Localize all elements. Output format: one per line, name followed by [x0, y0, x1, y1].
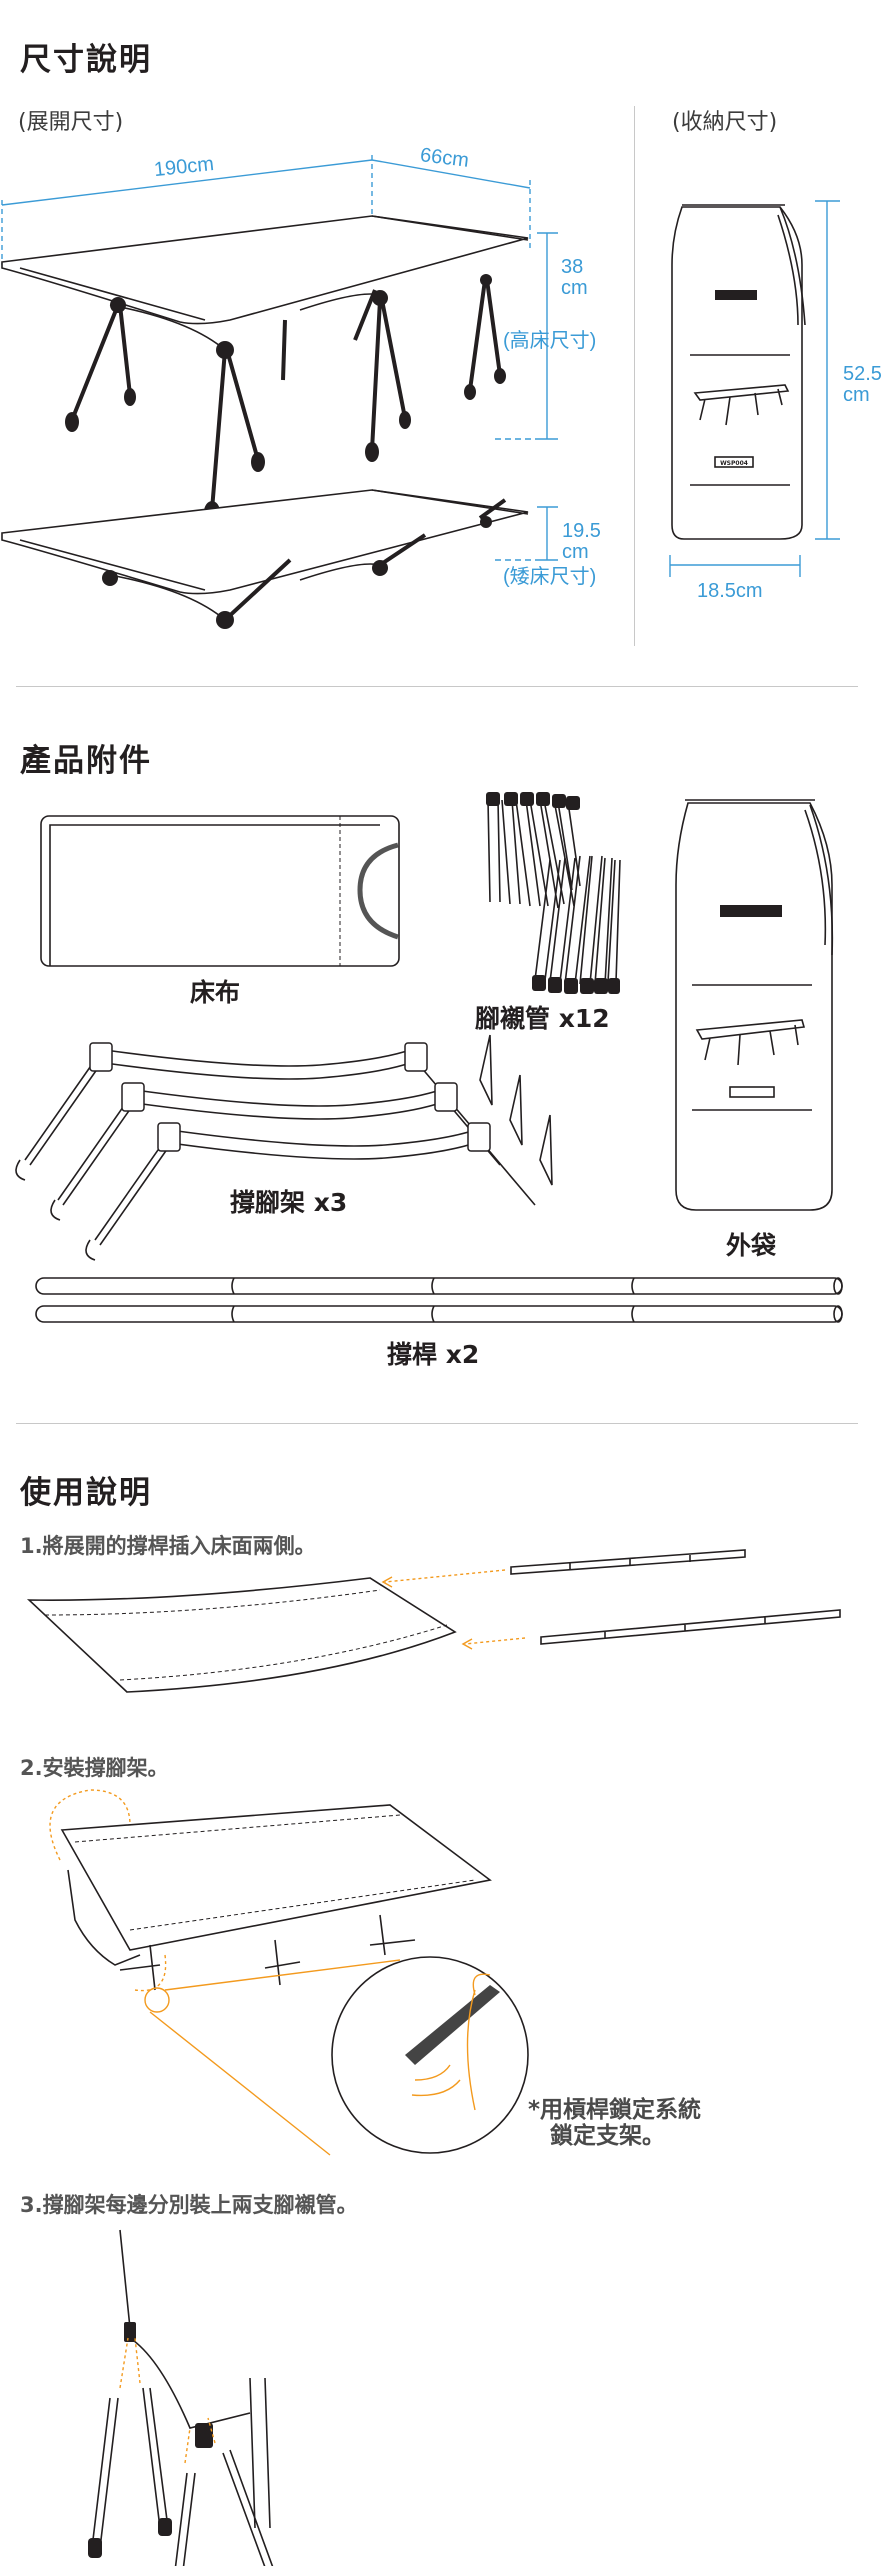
unfolded-size-label: (展開尺寸): [18, 110, 124, 135]
low-bed-label: (矮床尺寸): [503, 566, 597, 588]
storage-bag-dimension-drawing: WSP004: [669, 200, 840, 577]
step-3-drawing: [88, 2229, 274, 2566]
lever-lock-note: *用槓桿鎖定系統 鎖定支架。: [528, 2097, 701, 2149]
low-height-unit: cm: [562, 541, 589, 563]
outer-bag-drawing: [675, 799, 834, 1211]
support-pole: [35, 1305, 843, 1323]
step-1-drawing: [26, 1549, 841, 1693]
dimension-lines: [1, 155, 558, 561]
support-poles-label: 撐桿 x2: [387, 1340, 480, 1369]
step-2-text: 2.安裝撐腳架。: [20, 1756, 169, 1780]
vertical-divider: [634, 106, 635, 646]
section-divider: [16, 1423, 858, 1424]
usage-section-title: 使用說明: [20, 1475, 152, 1511]
high-height-value: 38 cm: [561, 257, 588, 299]
high-bed-drawing: [1, 215, 529, 523]
bag-height-value: 52.5 cm: [843, 364, 882, 406]
bag-brand-logo: [715, 290, 757, 300]
high-height-unit: cm: [561, 277, 588, 299]
step-3-text: 3.撐腳架每邊分別裝上兩支腳襯管。: [20, 2193, 358, 2217]
high-bed-label: (高床尺寸): [503, 330, 597, 352]
low-height-number: 19.5: [562, 520, 601, 542]
note-line-1: *用槓桿鎖定系統: [528, 2097, 702, 2123]
bag-width-value: 18.5cm: [697, 580, 763, 602]
step-1-text: 1.將展開的撐桿插入床面兩側。: [20, 1534, 316, 1558]
section-divider: [16, 686, 858, 687]
outer-bag-brand-logo: [720, 905, 782, 917]
support-frames-label: 撐腳架 x3: [230, 1188, 348, 1217]
bed-dimension-drawing: [1, 155, 558, 629]
support-poles-drawing: [35, 1277, 843, 1323]
leg-tubes-label: 腳襯管 x12: [475, 1004, 610, 1033]
low-height-value: 19.5 cm: [562, 521, 601, 563]
accessories-section-title: 產品附件: [20, 743, 152, 779]
leg-tubes-drawing: [486, 792, 621, 994]
bag-model-text: WSP004: [720, 460, 748, 467]
note-line-2: 鎖定支架。: [550, 2123, 665, 2149]
outer-bag-label: 外袋: [726, 1231, 777, 1260]
size-section-title: 尺寸說明: [20, 42, 152, 78]
low-bed-drawing: [1, 489, 529, 629]
bed-fabric-label: 床布: [190, 978, 241, 1007]
bed-fabric-drawing: [40, 815, 400, 967]
support-pole: [35, 1277, 843, 1295]
high-height-number: 38: [561, 256, 584, 278]
bag-height-unit: cm: [843, 384, 870, 406]
stored-size-label: (收納尺寸): [672, 110, 778, 135]
bag-outline: [671, 206, 803, 540]
step-2-drawing: [49, 1789, 529, 2156]
bag-height-number: 52.5: [843, 363, 882, 385]
support-frames-drawing: [15, 1034, 553, 1261]
